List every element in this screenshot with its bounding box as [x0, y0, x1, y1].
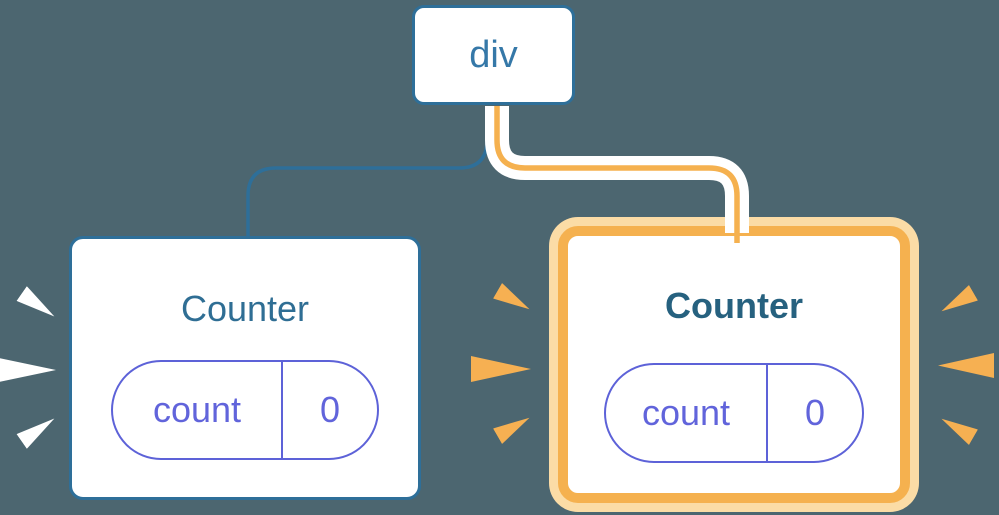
state-value: 0 [281, 362, 377, 458]
root-node-label: div [469, 33, 518, 76]
root-node-div: div [412, 5, 575, 105]
sparkle-ray-icon [16, 286, 59, 324]
edge-to-left-counter [246, 106, 489, 238]
counter-title: Counter [180, 288, 310, 329]
state-pill: count 0 [604, 363, 864, 463]
sparkle-ray-icon [471, 356, 531, 382]
sparkle-ray-icon [16, 411, 59, 449]
counter-node-left: Counter count 0 [69, 236, 421, 500]
sparkle-ray-icon [0, 357, 56, 383]
state-key: count [152, 389, 242, 430]
sparkle-ray-icon [937, 285, 978, 319]
edge-to-right-counter-casing [485, 106, 749, 233]
counter-node-right-highlighted: Counter count 0 [558, 226, 910, 503]
sparkle-ray-icon [493, 410, 534, 444]
state-key: count [641, 392, 731, 433]
sparkle-ray-icon [493, 283, 534, 317]
sparkle-ray-icon [938, 353, 994, 378]
state-pill: count 0 [111, 360, 379, 460]
sparkle-ray-icon [937, 411, 978, 445]
state-value: 0 [766, 365, 862, 461]
counter-title: Counter [665, 285, 803, 326]
edge-to-right-counter [494, 106, 740, 243]
